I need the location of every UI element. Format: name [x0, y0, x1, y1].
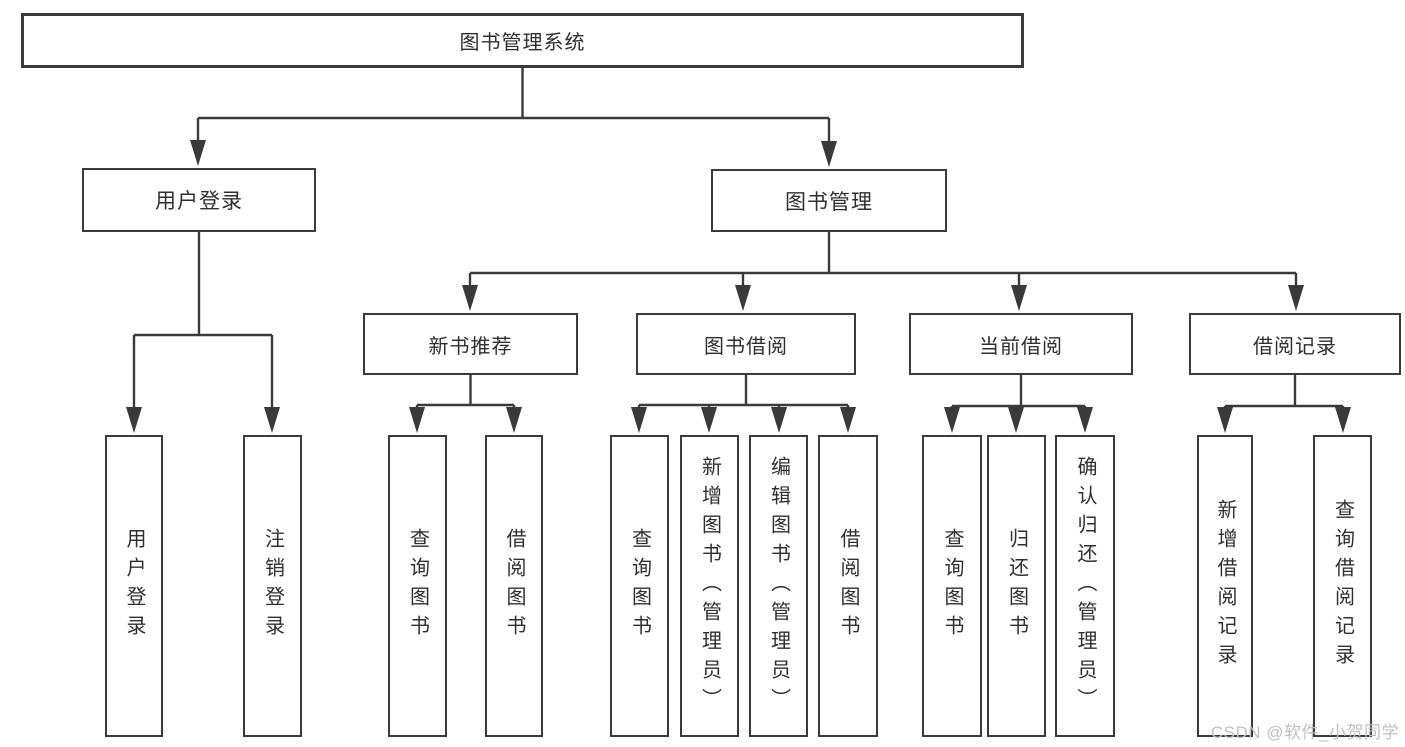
leaf-borrow-books-recommendation: 借阅图书	[485, 435, 543, 737]
leaf-add-borrow-record: 新增借阅记录	[1197, 435, 1253, 737]
leaf-borrow-books: 借阅图书	[818, 435, 878, 737]
connector-root-to-level2	[190, 68, 837, 167]
node-current-borrowing: 当前借阅	[909, 313, 1133, 375]
leaf-user-login: 用户登录	[105, 435, 163, 737]
node-library-management-system: 图书管理系统	[21, 13, 1024, 68]
node-book-management-branch: 图书管理	[711, 169, 947, 232]
connector-current-borrow-to-leaves	[944, 375, 1093, 433]
leaf-add-books-admin: 新增图书（管理员）	[680, 435, 739, 737]
node-borrowing-records: 借阅记录	[1189, 313, 1401, 375]
node-new-book-recommendation: 新书推荐	[363, 313, 578, 375]
node-book-borrowing: 图书借阅	[636, 313, 856, 375]
connector-new-book-rec-to-leaves	[409, 375, 522, 433]
leaf-confirm-return-admin: 确认归还（管理员）	[1055, 435, 1115, 737]
node-user-login-branch: 用户登录	[82, 168, 316, 232]
leaf-query-books-recommendation: 查询图书	[388, 435, 447, 737]
csdn-watermark: CSDN @软件_小贺同学	[1210, 723, 1399, 742]
leaf-query-books-current: 查询图书	[922, 435, 982, 737]
leaf-query-books-borrowing: 查询图书	[610, 435, 669, 737]
connector-user-login-to-leaves	[126, 232, 280, 433]
connector-book-borrow-to-leaves	[631, 375, 856, 433]
connector-book-mgmt-to-level3	[462, 232, 1304, 311]
leaf-return-books: 归还图书	[987, 435, 1046, 737]
leaf-edit-books-admin: 编辑图书（管理员）	[749, 435, 808, 737]
leaf-query-borrow-record: 查询借阅记录	[1313, 435, 1372, 737]
connector-borrow-records-to-leaves	[1217, 375, 1351, 433]
leaf-logout: 注销登录	[243, 435, 302, 737]
